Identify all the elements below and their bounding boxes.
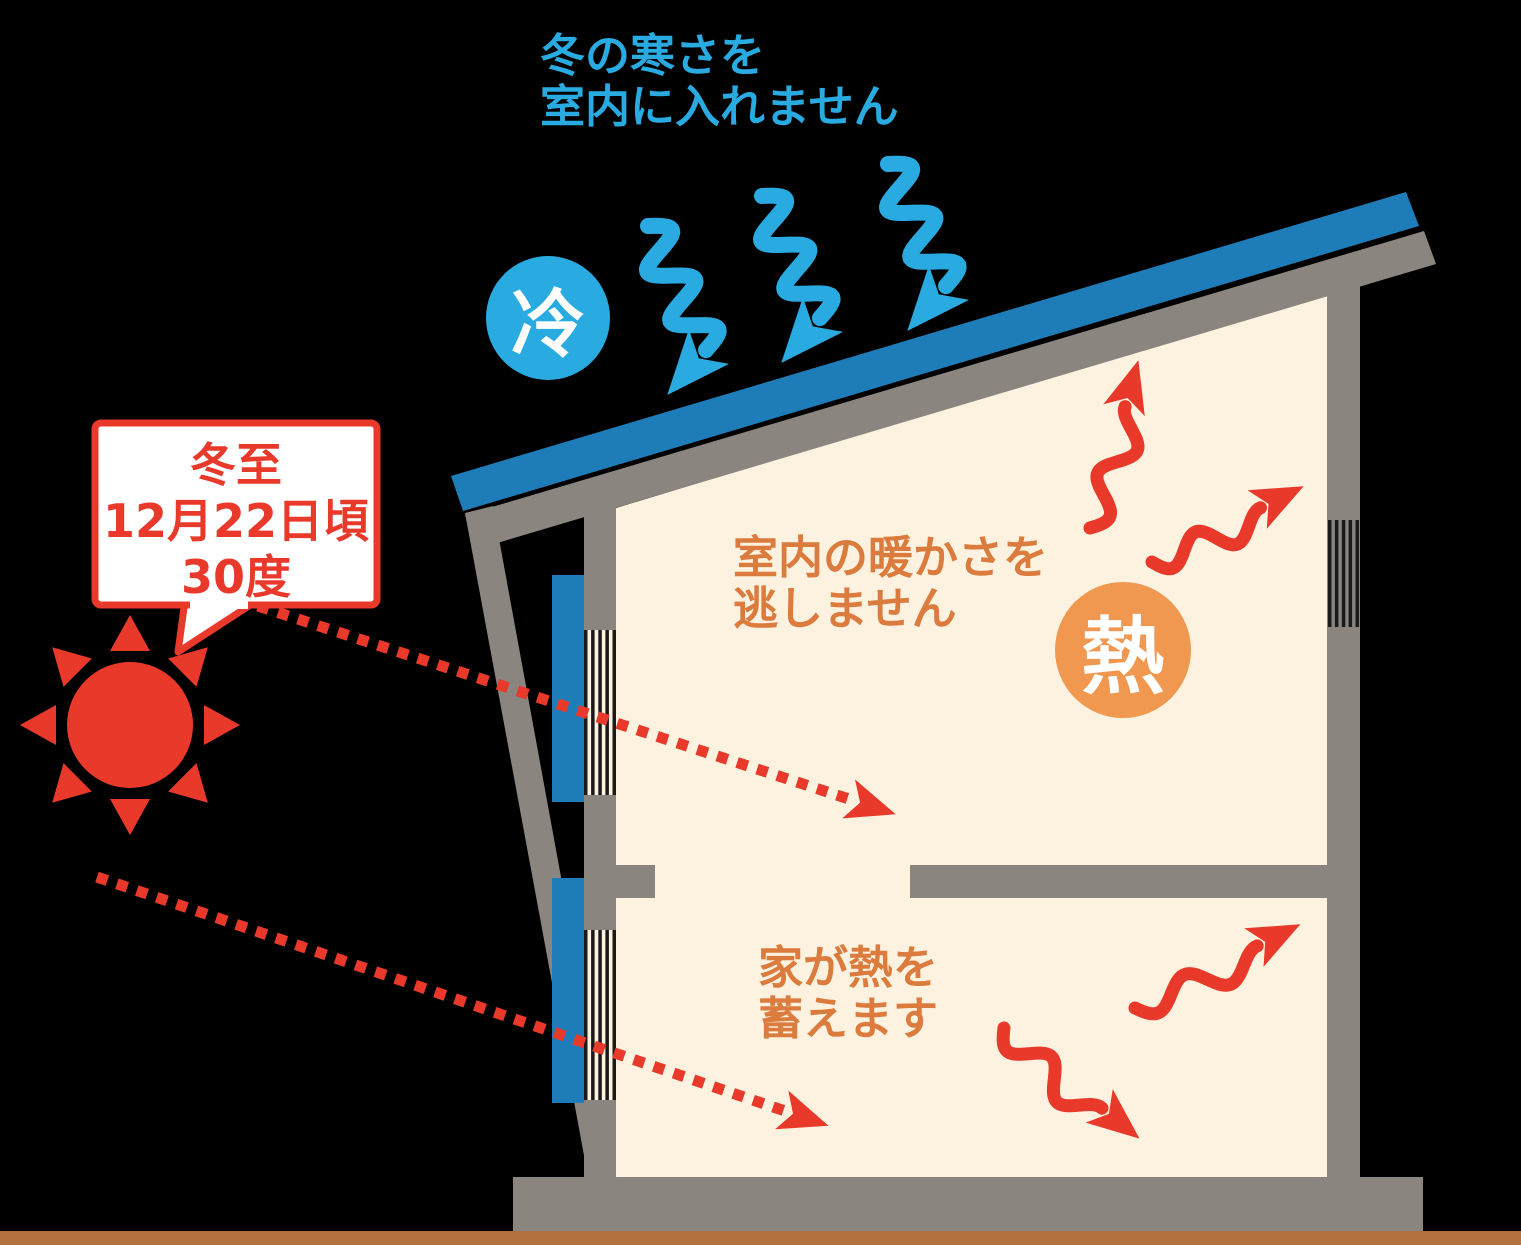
window-upper <box>552 575 584 802</box>
heat-arrow-icon-upper-1 <box>1083 360 1145 535</box>
cold-arrow-icon-3 <box>879 155 970 332</box>
roof-insulation-panel <box>451 192 1419 511</box>
label-cold-outside: 冬の寒さを 室内に入れません <box>540 30 899 132</box>
winter-solstice-label: 冬至 <box>190 438 282 492</box>
cold-arrow-icon-1 <box>638 217 730 396</box>
label-store-heat-line2: 蓄えます <box>758 992 939 1045</box>
label-keep-warmth-line1: 室内の暖かさを <box>733 531 1049 584</box>
window-lower <box>552 878 584 1103</box>
sun-angle-label: 30度 <box>180 550 291 604</box>
heat-arrow-icon-lower-1 <box>1128 924 1301 1021</box>
heat-badge-label: 熱 <box>1080 607 1165 706</box>
cold-badge: 冷 <box>486 256 610 380</box>
left-wall-middle <box>584 795 616 930</box>
sun-icon <box>20 615 240 835</box>
sun-ray-dotted-lower <box>95 871 829 1130</box>
right-wall <box>1327 272 1360 1177</box>
floor-divider-left-stub <box>616 865 655 898</box>
label-store-heat-line1: 家が熱を <box>758 941 939 994</box>
label-store-heat: 家が熱を 蓄えます <box>758 942 938 1044</box>
cold-badge-label: 冷 <box>511 281 585 368</box>
roof-structure <box>465 231 1436 549</box>
label-keep-warmth-line2: 逃しません <box>733 582 957 635</box>
speech-bubble <box>91 419 381 656</box>
heat-arrow-icon-lower-2 <box>996 1021 1140 1139</box>
ground <box>0 1231 1521 1245</box>
left-wall-lower <box>584 1100 616 1177</box>
left-wall-upper <box>584 505 616 630</box>
foundation <box>513 1177 1423 1231</box>
speech-bubble-text: 冬至 12月22日頃 30度 <box>95 437 377 605</box>
heat-arrow-icon-upper-2 <box>1145 486 1304 576</box>
label-keep-warmth: 室内の暖かさを 逃しません <box>733 532 1048 634</box>
house-interior <box>616 292 1327 1177</box>
winter-solstice-date: 12月22日頃 <box>102 494 370 548</box>
floor-divider <box>910 865 1327 898</box>
right-wall-vent-hatch <box>1328 520 1359 627</box>
window-lower-hatch <box>584 930 616 1100</box>
label-cold-outside-line2: 室内に入れません <box>540 80 899 133</box>
label-cold-outside-line1: 冬の寒さを <box>540 29 766 82</box>
heat-badge: 熱 <box>1055 582 1191 718</box>
cold-arrow-icon-2 <box>753 187 844 364</box>
